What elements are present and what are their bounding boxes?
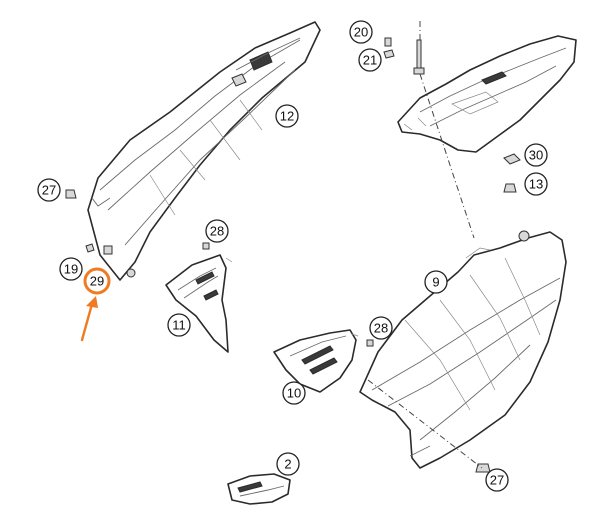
screw-27-left-hardware	[65, 189, 77, 199]
callout-30: 30	[524, 143, 548, 167]
callout-11-label: 11	[172, 318, 186, 333]
callout-28-left: 28	[205, 219, 229, 243]
callout-10: 10	[282, 381, 306, 405]
callout-27-left-label: 27	[42, 183, 56, 198]
callout-2-label: 2	[284, 457, 291, 472]
nut-29-hardware	[103, 245, 113, 255]
callout-12: 12	[275, 104, 299, 128]
right-side-panel-part	[359, 230, 567, 469]
screw-28-right-hardware	[366, 339, 374, 347]
clip-30-hardware	[503, 153, 521, 165]
callout-27-right-label: 27	[490, 473, 504, 488]
highlight-arrow	[80, 296, 98, 342]
seat-part	[397, 35, 577, 153]
left-side-panel-part	[87, 21, 321, 281]
callout-28-right-label: 28	[374, 321, 388, 336]
callout-29-label: 29	[90, 274, 104, 289]
screw-20-hardware	[384, 37, 392, 47]
callout-20-label: 20	[354, 25, 368, 40]
callout-9: 9	[424, 270, 448, 294]
left-scoop-part	[165, 254, 233, 353]
callout-28-left-label: 28	[210, 224, 224, 239]
screw-13-hardware	[503, 183, 517, 193]
callout-21-label: 21	[363, 53, 377, 68]
callout-27-left: 27	[37, 178, 61, 202]
callout-27-right: 27	[485, 468, 509, 492]
callout-30-label: 30	[529, 148, 543, 163]
leader-lines	[367, 20, 483, 469]
callout-20: 20	[349, 20, 373, 44]
small-bracket-part	[227, 473, 291, 505]
callout-10-label: 10	[287, 386, 301, 401]
callout-21: 21	[358, 48, 382, 72]
callout-29-highlighted: 29	[83, 267, 111, 295]
washer-19-hardware	[85, 243, 95, 253]
callout-19-label: 19	[64, 262, 78, 277]
callout-2: 2	[276, 452, 300, 476]
right-scoop-part	[273, 329, 359, 393]
callout-13-label: 13	[529, 177, 543, 192]
callout-9-label: 9	[432, 275, 439, 290]
callout-11: 11	[167, 313, 191, 337]
callout-13: 13	[524, 172, 548, 196]
seat-bolt-hardware	[416, 39, 422, 71]
callout-12-label: 12	[280, 109, 294, 124]
nut-21-hardware	[383, 49, 395, 59]
callout-19: 19	[59, 257, 83, 281]
screw-28-left-hardware	[202, 242, 210, 250]
callout-28-right: 28	[369, 316, 393, 340]
hardware-items	[65, 37, 521, 473]
